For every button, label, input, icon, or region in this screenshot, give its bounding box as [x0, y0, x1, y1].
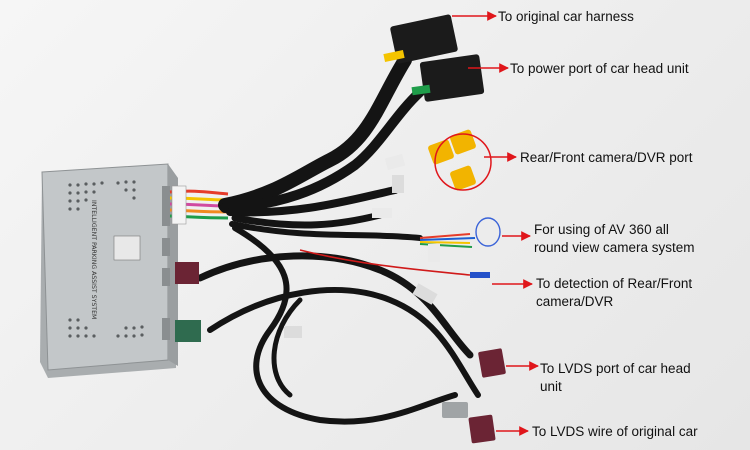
lvds-shell [442, 402, 468, 418]
label-power: To power port of car head unit [510, 61, 689, 76]
green-box-connector [175, 320, 201, 342]
serial-sticker [113, 235, 141, 261]
annotation-arrows [452, 11, 539, 436]
label-harness: To original car harness [498, 9, 634, 24]
power-connector [411, 54, 485, 102]
label-camera: Rear/Front camera/DVR port [520, 150, 693, 165]
harness-connector [383, 14, 458, 64]
braided-cables [196, 53, 481, 425]
av360-wires [372, 208, 501, 248]
label-detect-line2: camera/DVR [536, 294, 614, 309]
device-label: INTELLIGENT PARKING ASSIST SYSTEM [90, 200, 97, 319]
label-lvds-head-line1: To LVDS port of car head [540, 361, 691, 376]
vent-holes [68, 180, 144, 338]
red-box-connector [175, 262, 199, 284]
label-av360-line1: For using of AV 360 all [534, 222, 669, 237]
lvds-original-connector [468, 414, 496, 444]
lvds-head-connector [478, 348, 506, 378]
interface-box: INTELLIGENT PARKING ASSIST SYSTEM [40, 163, 178, 378]
colored-wires [169, 185, 229, 225]
label-detect-line1: To detection of Rear/Front [536, 276, 693, 291]
label-lvds-wire: To LVDS wire of original car [532, 424, 698, 439]
detection-wire [299, 244, 490, 278]
label-av360-line2: round view camera system [534, 240, 695, 255]
rca-connectors [384, 129, 492, 191]
label-lvds-head-line2: unit [540, 379, 562, 394]
